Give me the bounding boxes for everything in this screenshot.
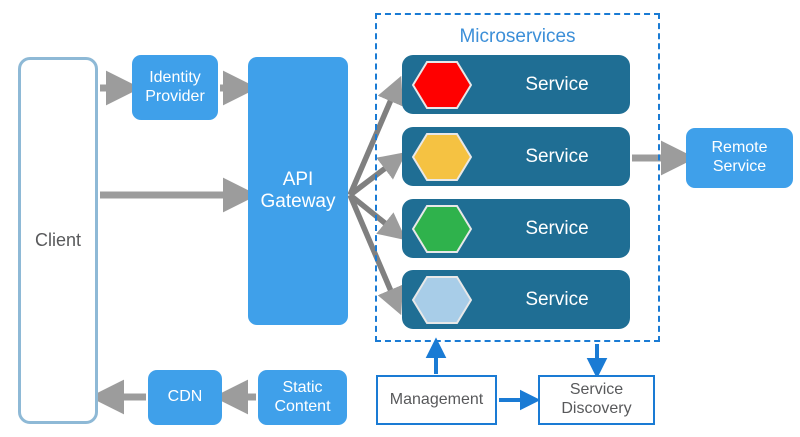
microservices-group-boundary: [375, 13, 660, 342]
api-gateway-label: API Gateway: [260, 168, 336, 212]
service-label: Service: [525, 217, 589, 239]
green-hexagon-icon: [412, 205, 472, 253]
service-row[interactable]: Service: [402, 55, 630, 114]
remote-service-node[interactable]: Remote Service: [686, 128, 793, 188]
client-label: Client: [34, 229, 82, 250]
static-content-label: Static Content: [274, 378, 331, 415]
red-hexagon-icon: [412, 61, 472, 109]
service-label: Service: [525, 145, 589, 167]
identity-provider-node[interactable]: Identity Provider: [132, 55, 218, 120]
service-label: Service: [525, 73, 589, 95]
remote-service-label: Remote Service: [711, 139, 768, 175]
microservices-group-title: Microservices: [375, 24, 660, 50]
service-row[interactable]: Service: [402, 127, 630, 186]
cdn-node[interactable]: CDN: [148, 370, 222, 425]
management-node[interactable]: Management: [376, 375, 497, 425]
service-row[interactable]: Service: [402, 199, 630, 258]
microservices-group-title-label: Microservices: [459, 25, 576, 47]
yellow-hexagon-icon: [412, 133, 472, 181]
service-label: Service: [525, 288, 589, 310]
light-blue-hexagon-icon: [412, 276, 472, 324]
identity-provider-label: Identity Provider: [145, 68, 205, 105]
client-node[interactable]: Client: [18, 57, 98, 424]
service-discovery-node[interactable]: Service Discovery: [538, 375, 655, 425]
static-content-node[interactable]: Static Content: [258, 370, 347, 425]
management-label: Management: [389, 390, 484, 408]
service-discovery-label: Service Discovery: [561, 381, 632, 417]
service-row[interactable]: Service: [402, 270, 630, 329]
cdn-label: CDN: [167, 388, 203, 406]
api-gateway-node[interactable]: API Gateway: [248, 57, 348, 325]
